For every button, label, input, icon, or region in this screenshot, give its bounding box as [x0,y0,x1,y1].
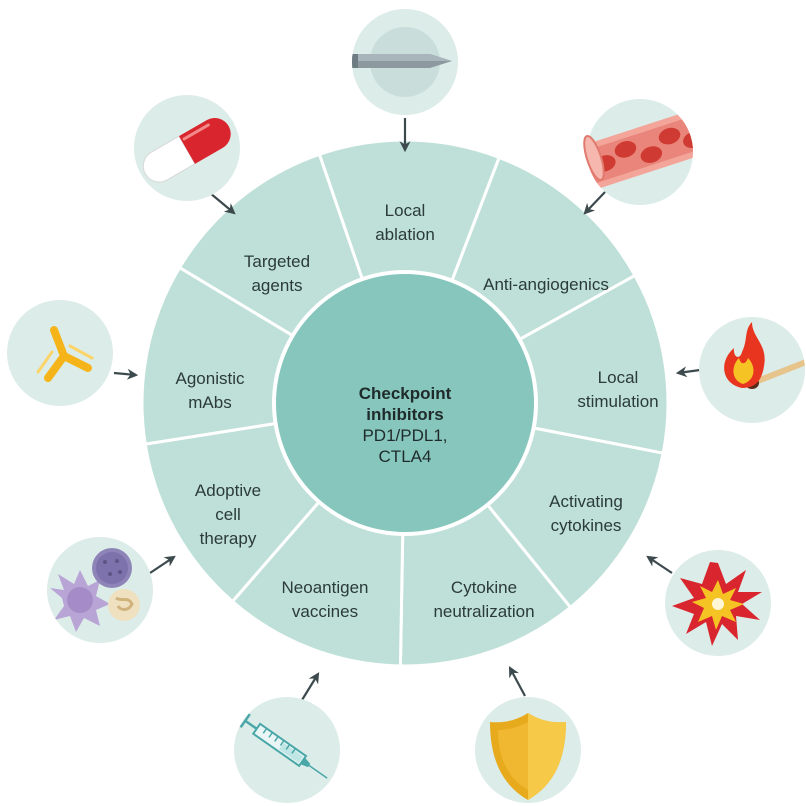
svg-text:therapy: therapy [200,529,257,548]
segment-label-anti-angiogenics: Anti-angiogenics [483,275,609,294]
arrow-targeted-agents [209,192,236,215]
ablation-needle-icon [352,9,458,115]
burning-match-icon [699,317,805,423]
segment-label-agonistic-mabs: Agonistic mAbs [176,369,245,412]
svg-text:Targeted: Targeted [244,252,310,271]
arrow-cytokine-neutralization [508,666,526,697]
svg-text:cytokines: cytokines [551,516,622,535]
svg-text:Adoptive: Adoptive [195,481,261,500]
blood-vessel-icon [583,99,693,205]
segment-label-targeted-agents: Targeted agents [244,252,310,295]
svg-text:vaccines: vaccines [292,602,358,621]
arrow-activating-cytokines [646,555,673,574]
arrow-neoantigen-vaccines [301,672,320,701]
segment-label-local-ablation: Local ablation [375,201,435,244]
svg-text:agents: agents [251,276,302,295]
svg-text:Cytokine: Cytokine [451,578,517,597]
explosion-burst-icon [665,550,771,656]
svg-text:Activating: Activating [549,492,623,511]
svg-text:cell: cell [215,505,241,524]
segment-label-neoantigen-vaccines: Neoantigen vaccines [282,578,369,621]
svg-text:neutralization: neutralization [433,602,534,621]
svg-text:Agonistic: Agonistic [176,369,245,388]
arrow-agonistic-mabs [113,368,139,380]
center-title-line-2: inhibitors [366,405,443,424]
pill-capsule-icon [134,95,240,201]
segment-label-cytokine-neutralization: Cytokine neutralization [433,578,534,621]
svg-text:Anti-angiogenics: Anti-angiogenics [483,275,609,294]
segment-label-local-stimulation: Local stimulation [577,368,658,411]
immune-cells-icon [47,537,153,643]
svg-text:Local: Local [598,368,639,387]
center-subtitle-line-2: CTLA4 [379,447,432,466]
center-circle [272,270,538,536]
segment-label-activating-cytokines: Activating cytokines [549,492,623,535]
center-subtitle-line-1: PD1/PDL1, [362,426,447,445]
ring [140,138,670,668]
arrow-adoptive-cell-therapy [149,555,176,574]
antibody-icon [7,300,113,406]
shield-icon [475,697,581,803]
arrows [113,118,701,701]
svg-text:stimulation: stimulation [577,392,658,411]
svg-text:mAbs: mAbs [188,393,231,412]
arrow-anti-angiogenics [583,191,606,215]
syringe-icon [234,697,340,803]
svg-text:Neoantigen: Neoantigen [282,578,369,597]
svg-text:ablation: ablation [375,225,435,244]
center-title-line-1: Checkpoint [359,384,452,403]
segment-label-adoptive-cell-therapy: Adoptive cell therapy [195,481,261,548]
svg-text:Local: Local [385,201,426,220]
arrow-local-stimulation [675,366,701,378]
